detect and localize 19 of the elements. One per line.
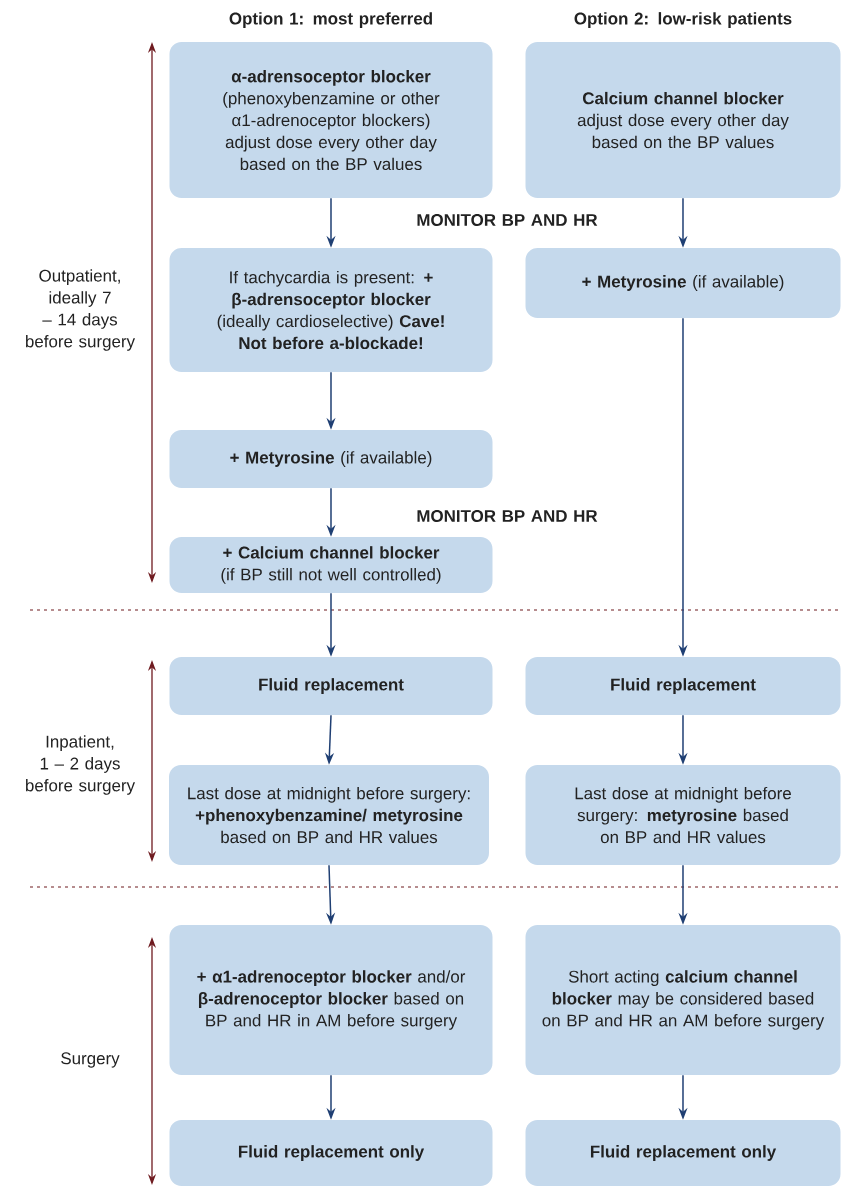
column-heading: MONITOR BP AND HR [417,510,598,522]
column-heading: MONITOR BP AND HR [417,214,598,226]
process-box: Last dose at midnight before surgery: +phenoxybenzamine/ metyrosine based on BP and HR values [169,765,489,865]
process-box: Last dose at midnight before surgery: metyrosine based on BP and HR values [525,765,841,865]
phase-label: Surgery [61,1052,120,1068]
process-box: Fluid replacement only [525,1120,841,1186]
process-box: Fluid replacement only [169,1120,493,1186]
process-box: If tachycardia is present: + β-adrensoceptor blocker (ideally cardioselective) Cave! Not before a-blockade! [169,248,493,372]
phase-label: Outpatient, ideally 7 – 14 days before surgery [26,269,135,351]
phase-label: Inpatient, 1 – 2 days before surgery [26,735,135,795]
process-box: Short acting calcium channel blocker may be considered based on BP and HR an AM before surgery [525,925,841,1075]
process-box: + Metyrosine (if available) [169,430,493,488]
process-box: α-adrensoceptor blocker (phenoxybenzamine or other α1-adrenoceptor blockers) adjust dose every other day based on the BP values [169,42,493,198]
process-box: + Calcium channel blocker (if BP still not well controlled) [169,537,493,593]
process-box: Fluid replacement [169,657,493,715]
process-box: Fluid replacement [525,657,841,715]
process-box: Calcium channel blocker adjust dose every other day based on the BP values [525,42,841,198]
process-box: + Metyrosine (if available) [525,248,841,318]
process-box: + α1-adrenoceptor blocker and/or β-adrenoceptor blocker based on BP and HR in AM before surgery [169,925,493,1075]
